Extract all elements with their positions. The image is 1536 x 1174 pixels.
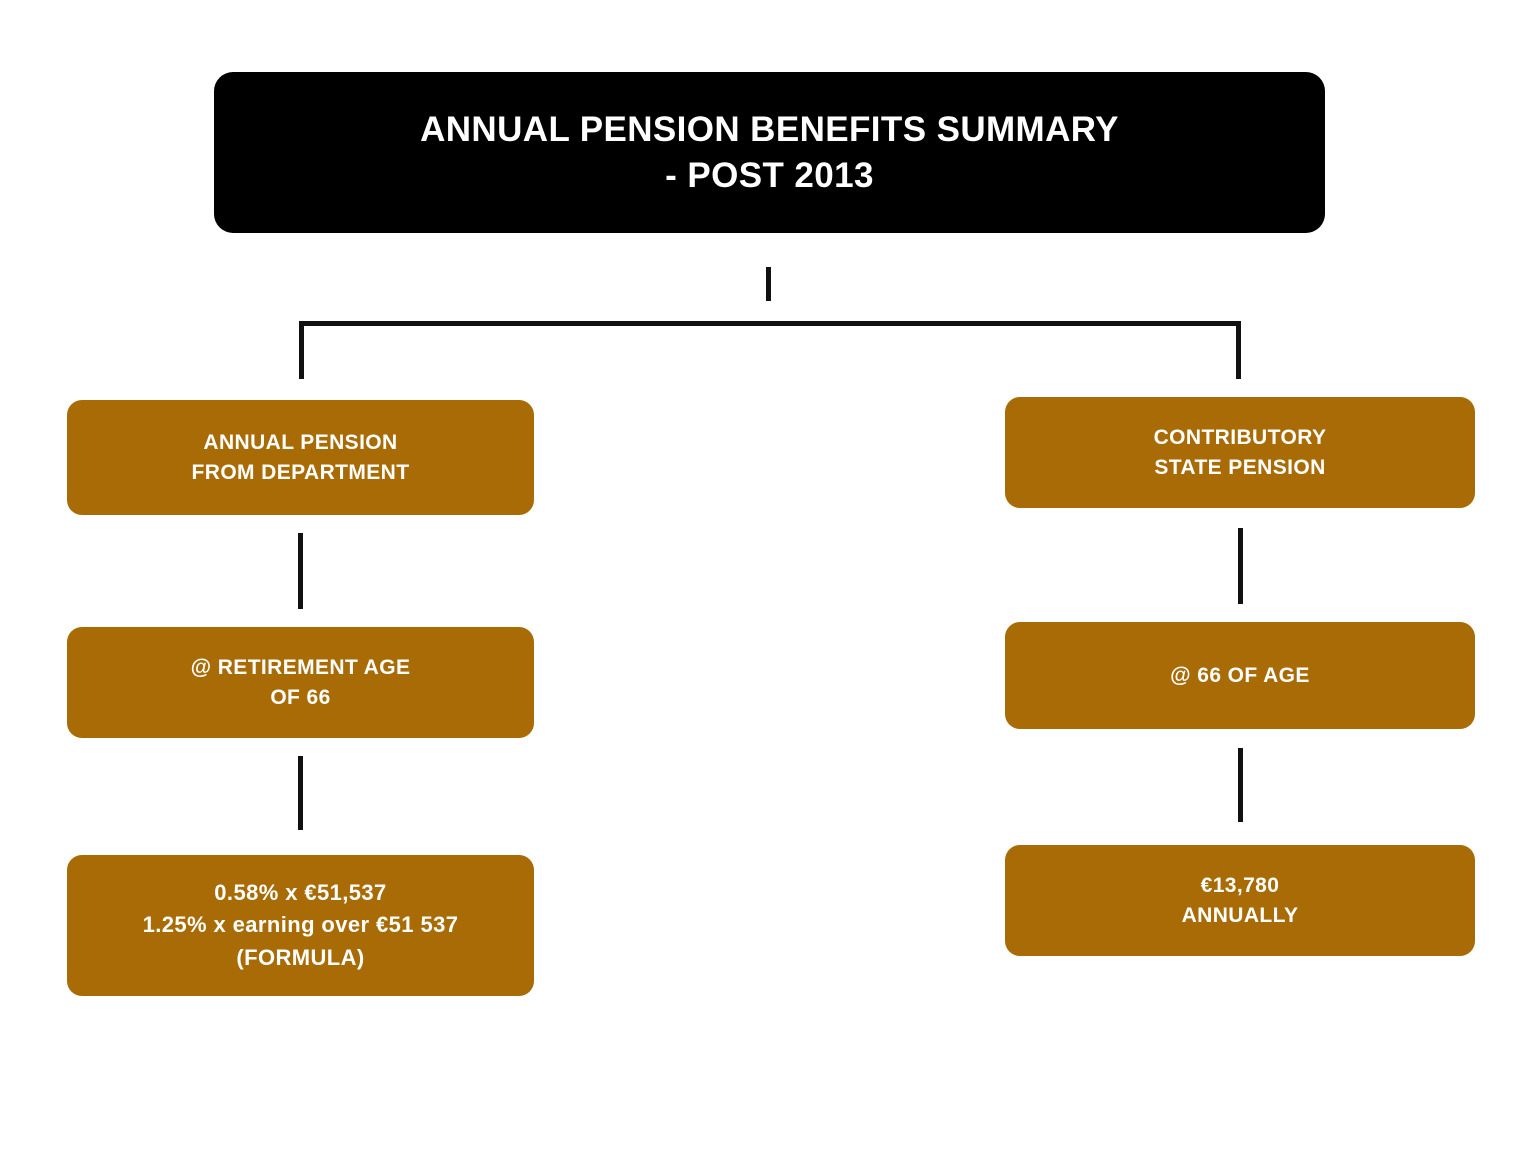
title-node-label: ANNUAL PENSION BENEFITS SUMMARY - POST 2… (396, 107, 1143, 198)
node-age-66: @ 66 OF AGE (1005, 622, 1475, 729)
node-left-3-line-3: (FORMULA) (236, 944, 365, 970)
title-node-line-2: - POST 2013 (665, 155, 874, 195)
connector-split-bar (299, 321, 1241, 326)
title-node: ANNUAL PENSION BENEFITS SUMMARY - POST 2… (214, 72, 1325, 233)
connector-right-branch-leg (1236, 321, 1241, 379)
title-node-line-1: ANNUAL PENSION BENEFITS SUMMARY (420, 110, 1119, 149)
connector-title-stub (766, 267, 771, 301)
connector-left-2-to-3 (298, 756, 303, 830)
node-state-pension-amount: €13,780 ANNUALLY (1005, 845, 1475, 956)
node-contributory-state-pension-label: CONTRIBUTORY STATE PENSION (1140, 423, 1341, 483)
node-state-pension-amount-label: €13,780 ANNUALLY (1168, 871, 1313, 931)
node-right-1-line-2: STATE PENSION (1154, 455, 1326, 479)
node-left-1-line-1: ANNUAL PENSION (203, 430, 398, 454)
node-right-2-line-1: @ 66 OF AGE (1170, 663, 1310, 687)
node-age-66-label: @ 66 OF AGE (1156, 661, 1324, 691)
node-contributory-state-pension: CONTRIBUTORY STATE PENSION (1005, 397, 1475, 508)
node-left-3-line-2: 1.25% x earning over €51 537 (142, 912, 459, 938)
node-pension-formula: 0.58% x €51,537 1.25% x earning over €51… (67, 855, 534, 996)
node-annual-pension-from-department-label: ANNUAL PENSION FROM DEPARTMENT (178, 428, 424, 488)
node-left-2-line-1: @ RETIREMENT AGE (190, 655, 411, 679)
node-left-2-line-2: OF 66 (270, 685, 331, 709)
node-left-3-line-1: 0.58% x €51,537 (214, 880, 387, 905)
node-retirement-age-66: @ RETIREMENT AGE OF 66 (67, 627, 534, 738)
node-retirement-age-66-label: @ RETIREMENT AGE OF 66 (177, 653, 425, 713)
connector-left-branch-leg (299, 321, 304, 379)
node-right-3-line-1: €13,780 (1200, 873, 1280, 897)
node-right-3-line-2: ANNUALLY (1181, 903, 1299, 927)
node-left-1-line-2: FROM DEPARTMENT (191, 460, 410, 484)
node-right-1-line-1: CONTRIBUTORY (1153, 425, 1327, 449)
connector-left-1-to-2 (298, 533, 303, 609)
node-pension-formula-label: 0.58% x €51,537 1.25% x earning over €51… (129, 877, 473, 974)
node-annual-pension-from-department: ANNUAL PENSION FROM DEPARTMENT (67, 400, 534, 515)
connector-right-1-to-2 (1238, 528, 1243, 604)
connector-right-2-to-3 (1238, 748, 1243, 822)
